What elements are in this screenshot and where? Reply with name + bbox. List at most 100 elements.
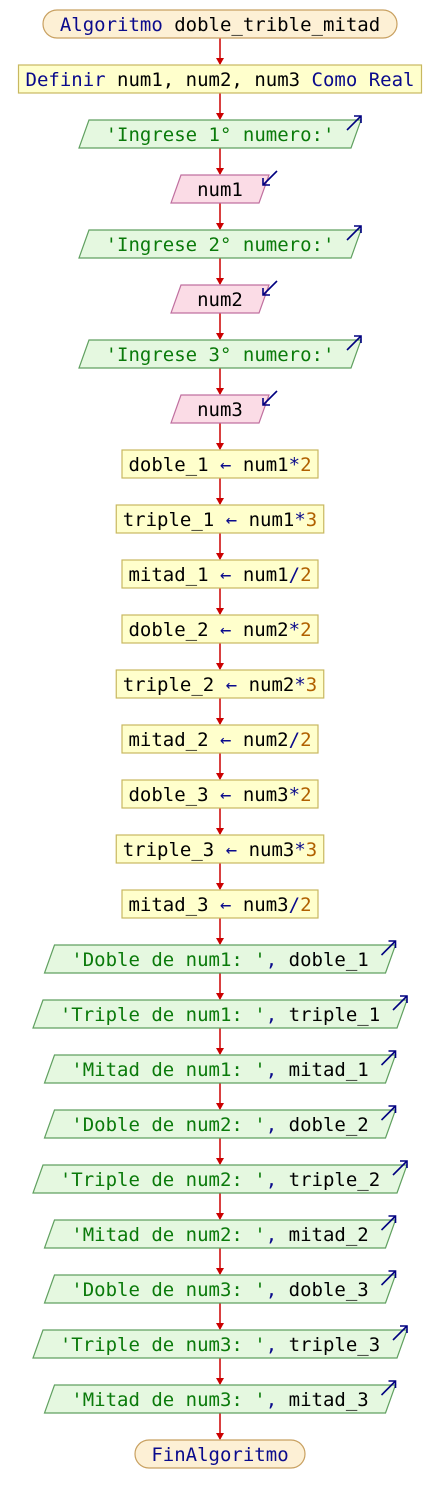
connector-arrow [216,1413,224,1440]
label-part: num1 [231,564,288,586]
label-part: doble_1 [289,949,369,971]
node-label: Definir num1, num2, num3 Como Real [26,69,415,91]
node-terminal: FinAlgoritmo [134,1439,306,1469]
label-part: 'Ingrese 2° numero:' [106,234,335,256]
label-part: triple_1 [289,1004,381,1026]
node-output: 'Mitad de num1: ', mitad_1 [43,1050,397,1084]
label-part: , [266,1334,289,1356]
label-part: * [289,454,300,476]
connector-arrow [216,808,224,835]
label-part: num1 [197,179,243,201]
node-output: 'Mitad de num3: ', mitad_3 [43,1380,397,1414]
node-terminal: Algoritmo doble_trible_mitad [42,9,398,39]
label-part: 'Mitad de num3: ' [71,1389,265,1411]
label-part: 'Ingrese 1° numero:' [106,124,335,146]
input-arrow-icon [262,390,278,406]
label-part: 'Doble de num1: ' [71,949,265,971]
label-part: num3 [197,399,243,421]
input-parallelogram [170,174,270,204]
output-arrow-icon [380,940,397,956]
node-output: 'Triple de num1: ', triple_1 [32,995,408,1029]
output-parallelogram [32,1164,408,1194]
output-parallelogram [43,944,397,974]
label-part: doble_2 [289,1114,369,1136]
output-arrow-icon [392,1160,408,1176]
node-label: 'Ingrese 2° numero:' [106,234,335,256]
node-output: 'Doble de num1: ', doble_1 [43,940,397,974]
label-part: 2 [300,454,311,476]
label-part: 2 [300,619,311,641]
label-part: * [289,619,300,641]
process-shape [121,779,319,809]
label-part: FinAlgoritmo [151,1444,288,1466]
label-part: num2 [197,289,243,311]
connector-arrow [216,1083,224,1110]
node-label: 'Ingrese 1° numero:' [106,124,335,146]
label-part: Algoritmo [60,14,174,36]
node-output: 'Ingrese 1° numero:' [78,115,362,149]
label-part: doble_3 [289,1279,369,1301]
output-arrow-icon [392,1325,408,1341]
node-label: FinAlgoritmo [151,1444,288,1466]
connector-arrow [216,588,224,615]
node-label: triple_2 ← num2*3 [123,674,318,696]
label-part: Como Real [312,69,415,91]
label-part: mitad_1 [128,564,220,586]
label-part: * [294,509,305,531]
label-part: 'Triple de num2: ' [60,1169,266,1191]
node-label: num2 [197,289,243,311]
label-part: mitad_1 [289,1059,369,1081]
connector-arrow [216,863,224,890]
label-part: * [294,839,305,861]
connector-arrow [216,478,224,505]
connector-arrow [216,973,224,1000]
label-part: 3 [306,674,317,696]
output-arrow-icon [380,1050,397,1066]
output-arrow-icon [380,1380,397,1396]
label-part: doble_trible_mitad [174,14,380,36]
label-part: num2 [231,729,288,751]
node-label: 'Doble de num2: ', doble_2 [71,1114,368,1136]
label-part: doble_3 [128,784,220,806]
label-part: 'Doble de num3: ' [71,1279,265,1301]
label-part: ← [220,619,231,641]
node-label: Algoritmo doble_trible_mitad [60,14,380,36]
connector-arrow [216,148,224,175]
output-parallelogram [32,999,408,1029]
connector-arrow [216,1028,224,1055]
process-shape [121,889,319,919]
label-part: triple_1 [123,509,226,531]
output-arrow-icon [380,1105,397,1121]
label-part: num1 [237,509,294,531]
node-label: doble_3 ← num3*2 [128,784,311,806]
label-part: mitad_2 [289,1224,369,1246]
input-arrow-icon [262,280,278,296]
label-part: ← [226,509,237,531]
node-input: num1 [170,170,278,204]
node-process: triple_1 ← num1*3 [115,504,325,534]
node-output: 'Doble de num2: ', doble_2 [43,1105,397,1139]
label-part: 'Ingrese 3° numero:' [106,344,335,366]
node-label: 'Mitad de num2: ', mitad_2 [71,1224,368,1246]
output-parallelogram [78,229,362,259]
node-output: 'Ingrese 3° numero:' [78,335,362,369]
label-part: num1, num2, num3 [117,69,311,91]
process-shape [121,724,319,754]
node-process: mitad_3 ← num3/2 [121,889,319,919]
label-part: , [266,1114,289,1136]
label-part: 2 [300,729,311,751]
connector-arrow [216,643,224,670]
label-part: num2 [237,674,294,696]
label-part: ← [220,564,231,586]
connector-arrow [216,313,224,340]
connector-arrow [216,203,224,230]
node-output: 'Ingrese 2° numero:' [78,225,362,259]
node-output: 'Mitad de num2: ', mitad_2 [43,1215,397,1249]
label-part: / [289,894,300,916]
label-part: 'Triple de num3: ' [60,1334,266,1356]
node-process: doble_2 ← num2*2 [121,614,319,644]
connector-arrow [216,533,224,560]
node-input: num2 [170,280,278,314]
node-label: 'Triple de num1: ', triple_1 [60,1004,380,1026]
node-process: doble_1 ← num1*2 [121,449,319,479]
